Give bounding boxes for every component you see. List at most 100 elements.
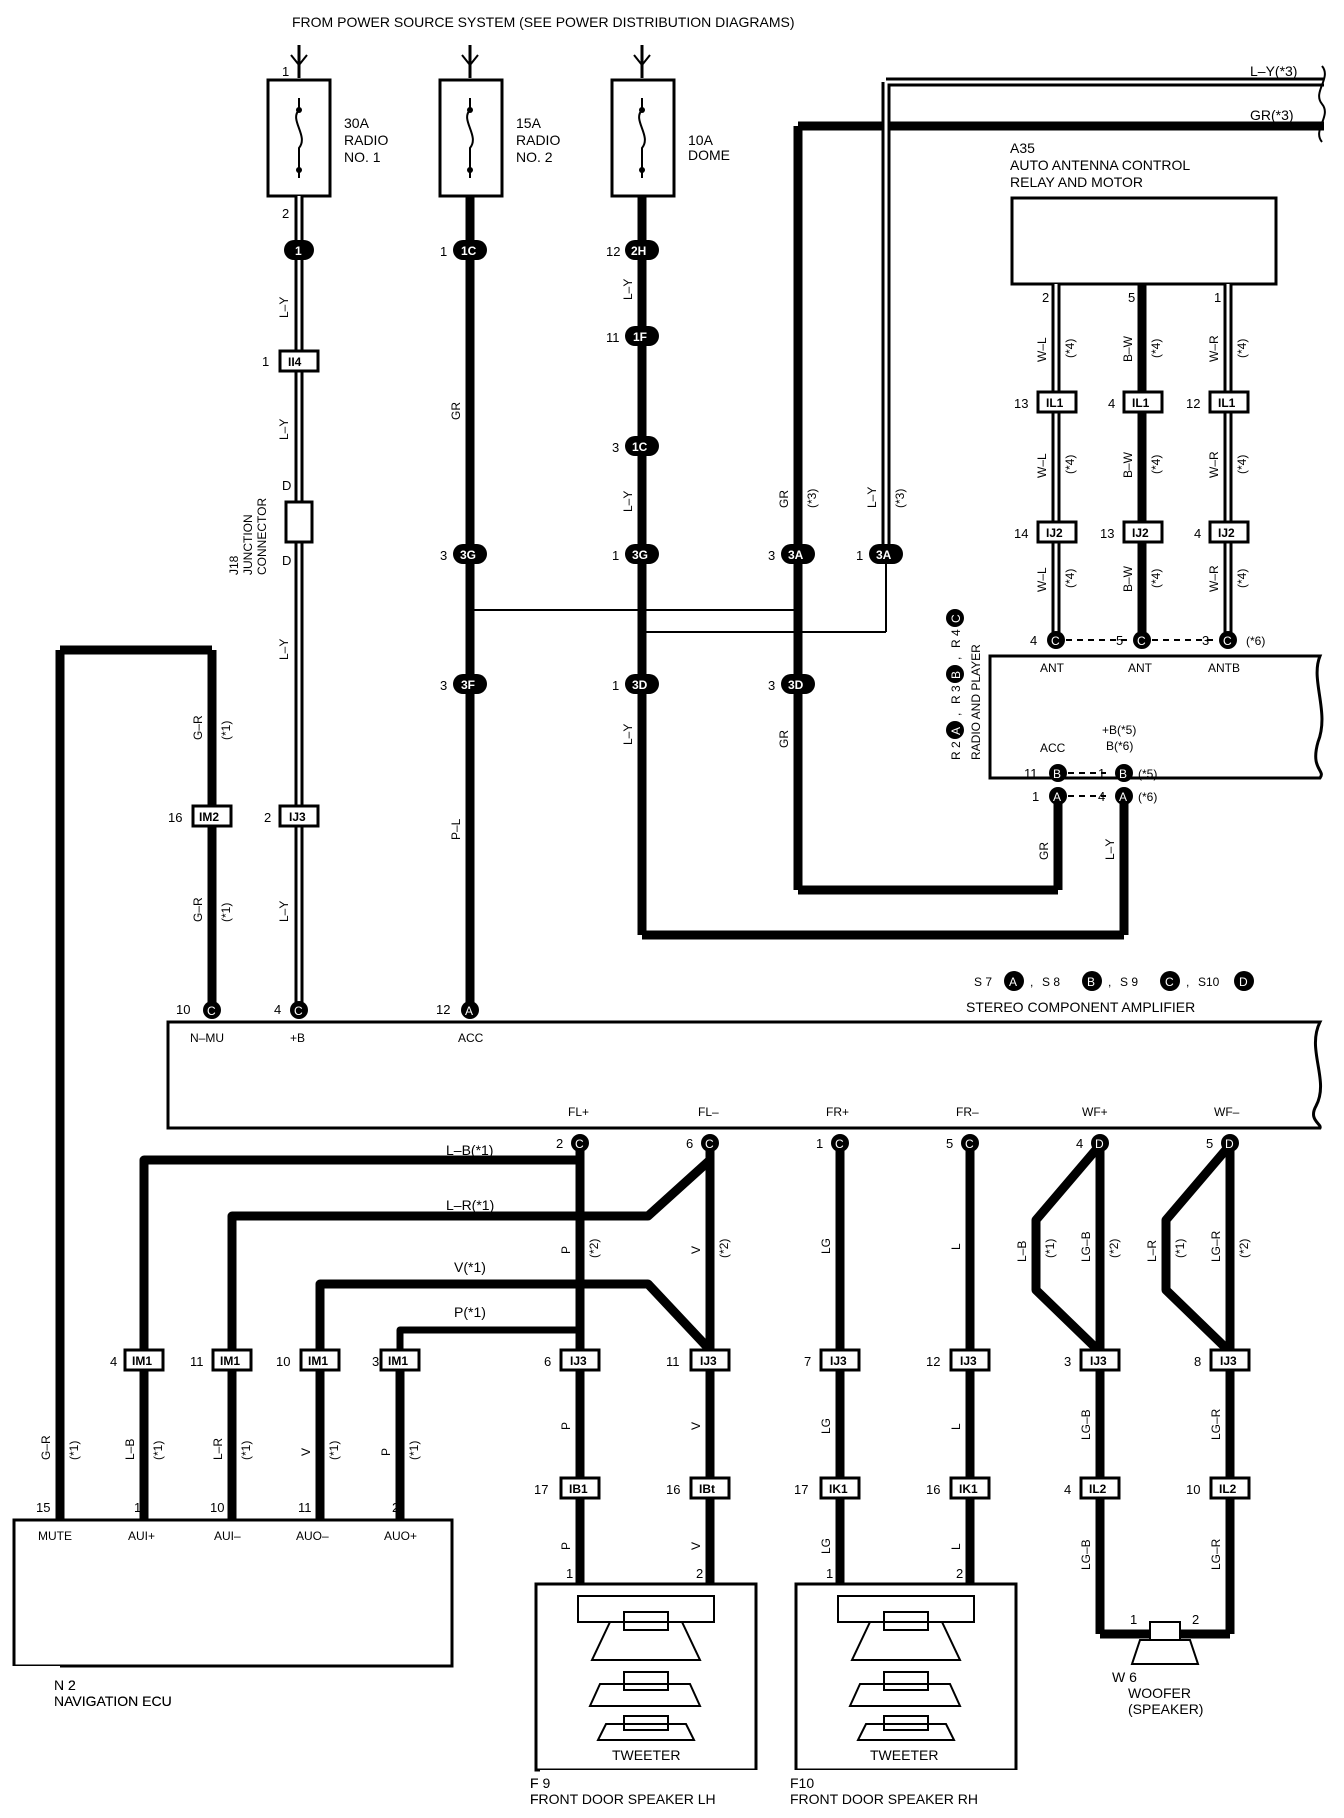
svg-text:WF+: WF+ — [1082, 1105, 1108, 1119]
svg-text:P(*1): P(*1) — [454, 1304, 486, 1320]
svg-text:LG: LG — [819, 1238, 833, 1254]
amp-top-pins: 10 C 4 C 12 A — [176, 1001, 479, 1019]
svg-text:IB1: IB1 — [569, 1482, 588, 1496]
svg-text:(*4): (*4) — [1149, 455, 1163, 474]
connector-3G-b: 1 3G — [612, 544, 659, 564]
svg-text:L–Y: L–Y — [277, 639, 291, 660]
svg-text:LG–R: LG–R — [1209, 1230, 1223, 1262]
svg-text:TWEETER: TWEETER — [612, 1747, 680, 1763]
svg-text:(*1): (*1) — [239, 1441, 253, 1460]
svg-text:NAVIGATION ECU: NAVIGATION ECU — [54, 1693, 172, 1709]
connectors-IJ2: 14 IJ2 13 IJ2 4 IJ2 — [1014, 520, 1250, 544]
svg-text:IJ3: IJ3 — [570, 1354, 587, 1368]
svg-text:B: B — [949, 671, 963, 679]
svg-text:NAVIGATION ECU: NAVIGATION ECU — [54, 1693, 172, 1709]
svg-text:4: 4 — [1064, 1482, 1071, 1497]
svg-text:IJ3: IJ3 — [960, 1354, 977, 1368]
svg-text:G–R: G–R — [191, 897, 205, 922]
svg-text:C: C — [575, 1137, 584, 1151]
svg-text:L–Y: L–Y — [621, 279, 635, 300]
svg-text:L–Y: L–Y — [1103, 839, 1117, 860]
svg-text:LG–B: LG–B — [1079, 1231, 1093, 1262]
svg-text:3: 3 — [440, 678, 447, 693]
svg-text:3: 3 — [768, 548, 775, 563]
svg-text:P: P — [559, 1422, 573, 1430]
svg-text:3F: 3F — [461, 678, 475, 692]
fuse-radio-no2: 15A RADIO NO. 2 — [438, 78, 560, 198]
svg-text:W–L: W–L — [1035, 567, 1049, 592]
svg-text:IJ3: IJ3 — [289, 810, 306, 824]
antenna-wires — [1051, 284, 1233, 632]
nav-input-wires — [139, 1370, 405, 1520]
svg-text:B: B — [1087, 975, 1095, 989]
svg-text:1: 1 — [295, 244, 302, 258]
radio-label: RADIO AND PLAYER — [969, 644, 983, 760]
svg-text:2: 2 — [556, 1136, 563, 1151]
svg-text:3G: 3G — [632, 548, 648, 562]
svg-text:RADIO: RADIO — [344, 132, 388, 148]
svg-text:2: 2 — [264, 810, 271, 825]
svg-text:IL1: IL1 — [1046, 396, 1064, 410]
svg-text:1: 1 — [282, 64, 289, 79]
amp-label: STEREO COMPONENT AMPLIFIER — [966, 999, 1195, 1015]
svg-text:FR–: FR– — [956, 1105, 979, 1119]
svg-text:A: A — [1053, 790, 1061, 804]
svg-text:10: 10 — [176, 1002, 190, 1017]
svg-text:L–B(*1): L–B(*1) — [446, 1142, 493, 1158]
svg-text:R 2: R 2 — [949, 741, 963, 760]
svg-text:1: 1 — [134, 1500, 141, 1515]
svg-text:N 2: N 2 — [54, 1677, 76, 1693]
connectors-IJ3-row: 6 IJ3 11 IJ3 7 IJ3 12 IJ3 3 IJ3 8 IJ3 — [544, 1348, 1251, 1372]
connector-2H: 12 2H — [606, 240, 659, 260]
radio-and-player: ANT ANT ANTB ACC +B(*5) B(*6) — [988, 654, 1324, 780]
svg-text:16: 16 — [666, 1482, 680, 1497]
svg-text:(*4): (*4) — [1235, 455, 1249, 474]
stereo-amplifier: N–MU +B ACC FL+ FL– FR+ FR– WF+ WF– — [166, 1020, 1323, 1130]
svg-text:DOME: DOME — [688, 147, 730, 163]
connectors-IL1: 13 IL1 4 IL1 12 IL1 — [1014, 390, 1250, 414]
svg-text:FRONT DOOR SPEAKER LH: FRONT DOOR SPEAKER LH — [530, 1791, 716, 1807]
svg-text:IL2: IL2 — [1089, 1482, 1107, 1496]
svg-text:(*1): (*1) — [1173, 1239, 1187, 1258]
svg-text:(*5): (*5) — [1138, 767, 1157, 781]
fuse-dome: 10A DOME — [610, 78, 730, 198]
radio-codes: R 2 A , R 3 B , R 4 C — [946, 609, 964, 760]
svg-text:(*1): (*1) — [219, 903, 233, 922]
svg-text:L–Y: L–Y — [621, 491, 635, 512]
svg-text:G–R: G–R — [191, 715, 205, 740]
svg-text:17: 17 — [794, 1482, 808, 1497]
svg-text:C: C — [1223, 634, 1232, 648]
svg-text:IL1: IL1 — [1218, 396, 1236, 410]
svg-text:IM1: IM1 — [132, 1354, 152, 1368]
svg-text:C: C — [965, 1137, 974, 1151]
svg-text:AUI+: AUI+ — [128, 1529, 155, 1543]
svg-text:13: 13 — [1014, 396, 1028, 411]
svg-text:C: C — [705, 1137, 714, 1151]
svg-text:,: , — [949, 657, 963, 660]
svg-text:L: L — [949, 1243, 963, 1250]
svg-text:17: 17 — [534, 1482, 548, 1497]
svg-text:13: 13 — [1100, 526, 1114, 541]
svg-text:,: , — [1186, 975, 1189, 989]
svg-text:(SPEAKER): (SPEAKER) — [1128, 1701, 1203, 1717]
svg-text:11: 11 — [298, 1500, 312, 1515]
svg-text:1: 1 — [816, 1136, 823, 1151]
svg-text:FL–: FL– — [698, 1105, 719, 1119]
svg-text:RADIO: RADIO — [516, 132, 560, 148]
svg-text:4: 4 — [1030, 633, 1037, 648]
svg-text:D: D — [282, 553, 291, 568]
wire-ly3-column — [881, 77, 1324, 550]
svg-text:3: 3 — [1202, 633, 1209, 648]
svg-text:16: 16 — [926, 1482, 940, 1497]
svg-text:L–Y: L–Y — [621, 724, 635, 745]
svg-text:P: P — [559, 1246, 573, 1254]
woofer: 1 2 W 6 WOOFER (SPEAKER) — [1090, 1498, 1246, 1717]
svg-text:2: 2 — [1192, 1612, 1199, 1627]
amp-codes: S 7 A , S 8 B , S 9 C , S10 D — [974, 971, 1254, 991]
svg-text:L–B: L–B — [123, 1439, 137, 1460]
svg-text:(*3): (*3) — [893, 489, 907, 508]
svg-text:R 4: R 4 — [949, 629, 963, 648]
connector-3D-a: 1 3D — [612, 674, 659, 694]
svg-text:C: C — [207, 1004, 216, 1018]
connector-3A-a: 3 3A — [768, 544, 815, 564]
